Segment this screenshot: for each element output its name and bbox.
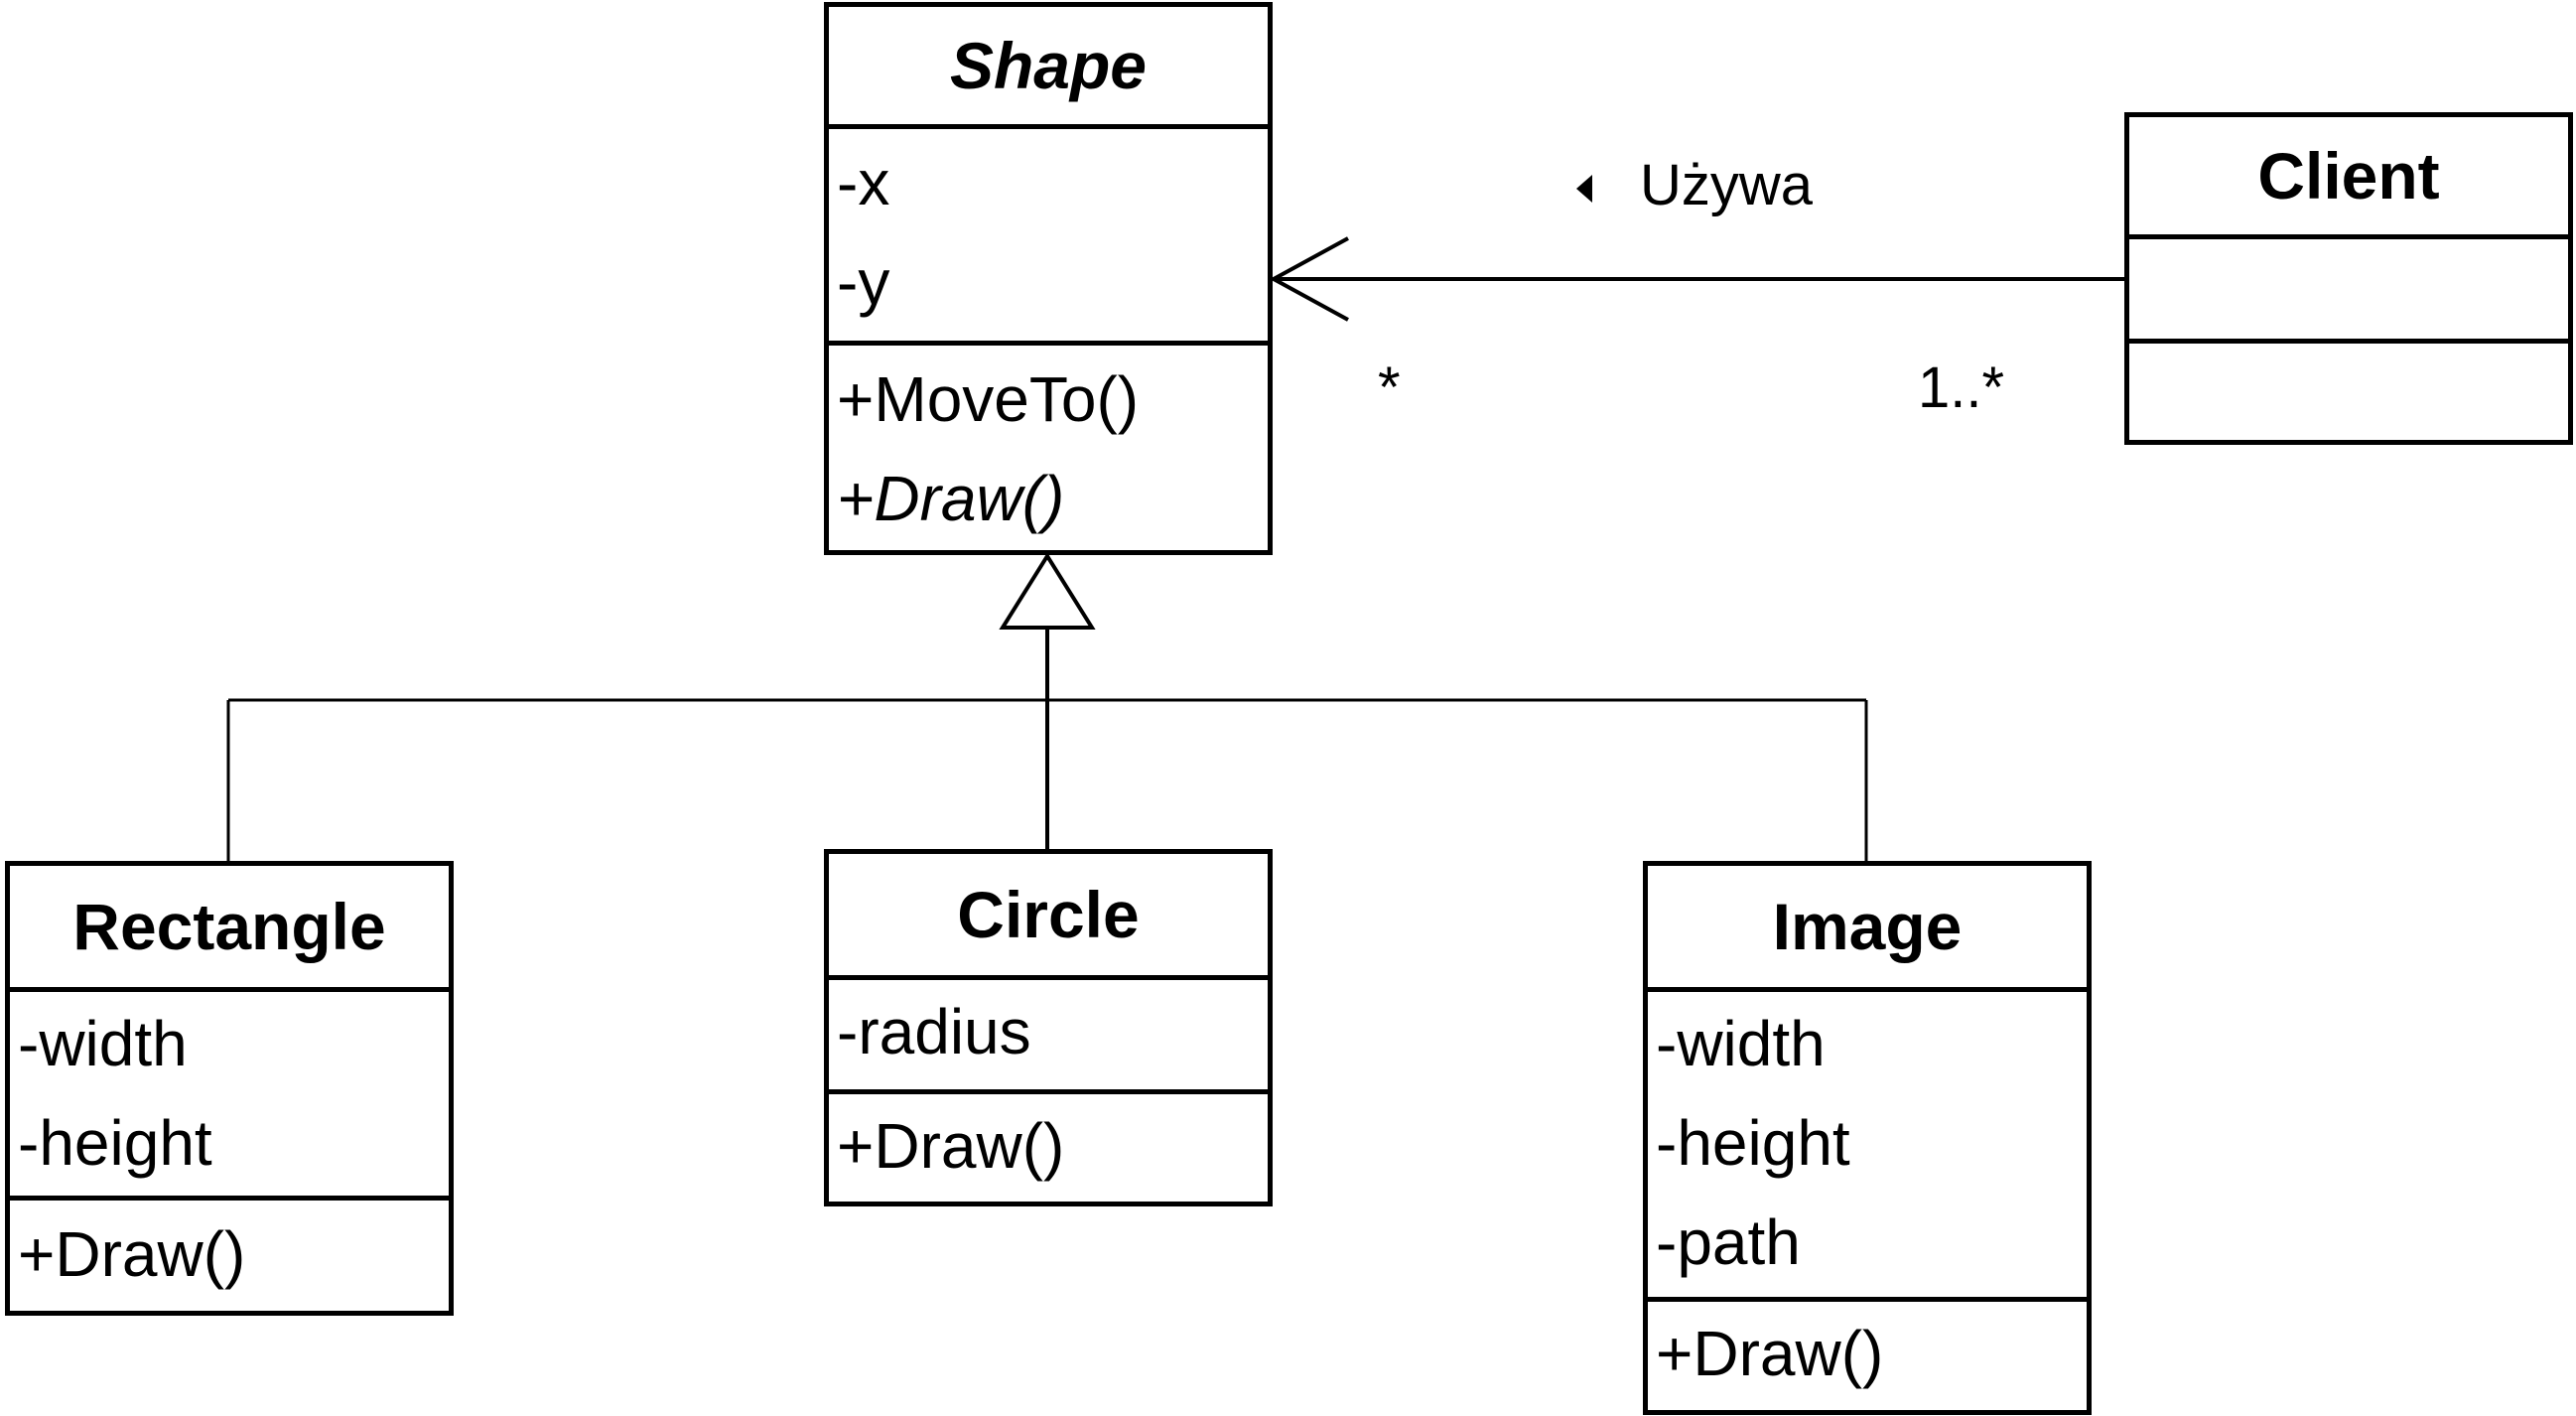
class-shape-operation: +MoveTo() <box>837 363 1140 435</box>
class-client-name: Client <box>2257 139 2440 212</box>
class-shape-attribute: -y <box>837 246 890 318</box>
class-circle-name: Circle <box>957 878 1140 951</box>
class-circle-attributes: -radius <box>829 975 1268 1089</box>
generalization-triangle <box>999 552 1096 630</box>
class-client-operations <box>2129 339 2568 440</box>
class-circle-attribute: -radius <box>837 996 1031 1067</box>
class-image-attribute: -width <box>1656 1008 1826 1079</box>
class-client: Client <box>2124 112 2573 445</box>
class-circle-operations: +Draw() <box>829 1089 1268 1202</box>
class-shape-attribute: -x <box>837 147 890 218</box>
class-image-operations: +Draw() <box>1648 1297 2087 1410</box>
multiplicity-client-end: 1..* <box>1918 355 2005 420</box>
class-image-operation: +Draw() <box>1656 1318 1884 1389</box>
class-rectangle-name: Rectangle <box>72 890 386 963</box>
class-rectangle-attribute: -height <box>18 1107 212 1179</box>
class-shape-name: Shape <box>949 29 1148 102</box>
class-image-attribute: -height <box>1656 1107 1850 1179</box>
class-shape-operation: +Draw() <box>837 463 1065 534</box>
class-image: Image -width -height -path +Draw() <box>1643 861 2092 1415</box>
class-rectangle-operations: +Draw() <box>10 1196 449 1311</box>
class-rectangle: Rectangle -width -height +Draw() <box>5 861 454 1316</box>
class-rectangle-attribute: -width <box>18 1008 188 1079</box>
association-arrowhead <box>1269 236 1349 322</box>
association-label: Używa <box>1640 153 1814 217</box>
multiplicity-shape-end: * <box>1378 355 1401 420</box>
class-client-attributes <box>2129 234 2568 339</box>
class-image-attributes: -width -height -path <box>1648 987 2087 1297</box>
class-circle: Circle -radius +Draw() <box>824 849 1273 1206</box>
class-image-attribute: -path <box>1656 1206 1801 1278</box>
class-shape-operations: +MoveTo() +Draw() <box>829 341 1268 551</box>
class-rectangle-attributes: -width -height <box>10 987 449 1196</box>
class-shape: Shape -x -y +MoveTo() +Draw() <box>824 2 1273 555</box>
class-shape-attributes: -x -y <box>829 124 1268 341</box>
class-rectangle-operation: +Draw() <box>18 1218 246 1290</box>
class-circle-operation: +Draw() <box>837 1110 1065 1182</box>
association-direction-marker <box>1576 175 1592 203</box>
class-image-name: Image <box>1772 890 1963 963</box>
